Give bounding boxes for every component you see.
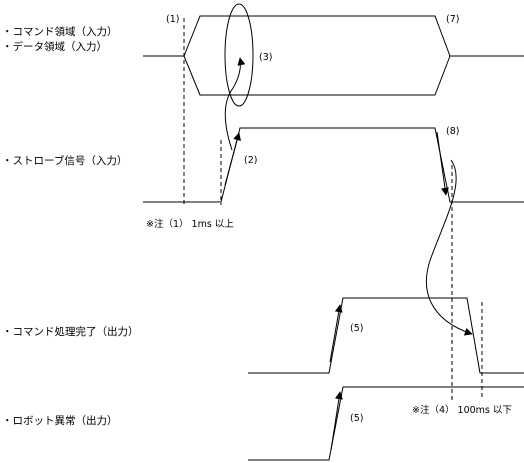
arrow-done-rise xyxy=(329,304,343,363)
annotation-3: (3) xyxy=(259,52,272,63)
label-robot-error: ・ロボット異常（出力） xyxy=(2,414,118,427)
annotation-7: (7) xyxy=(446,14,459,25)
label-strobe: ・ストローブ信号（入力） xyxy=(2,154,127,167)
note-4: ※注（4） 100ms 以下 xyxy=(412,404,512,416)
annotation-8: (8) xyxy=(446,126,459,137)
bus-waveform xyxy=(143,15,524,96)
label-command-area: ・コマンド領域（入力） xyxy=(2,25,118,38)
highlight-ellipse xyxy=(224,3,254,107)
label-command-done: ・コマンド処理完了（出力） xyxy=(2,325,139,338)
arrow-strobe-to-done xyxy=(425,159,473,336)
annotation-5a: (5) xyxy=(350,323,363,334)
annotation-5b: (5) xyxy=(350,413,363,424)
label-data-area: ・データ領域（入力） xyxy=(2,40,107,53)
arrow-error-rise xyxy=(330,391,343,451)
robot-error-waveform xyxy=(248,386,524,461)
arrow-strobe-rise xyxy=(224,132,241,186)
arrow-strobe-fall xyxy=(436,131,449,196)
annotation-1: (1) xyxy=(166,14,179,25)
strobe-waveform xyxy=(143,127,524,203)
arrow-strobe-to-bus xyxy=(224,57,246,151)
annotation-2: (2) xyxy=(244,155,257,166)
command-done-waveform xyxy=(248,297,524,374)
note-1: ※注（1） 1ms 以上 xyxy=(146,218,234,230)
